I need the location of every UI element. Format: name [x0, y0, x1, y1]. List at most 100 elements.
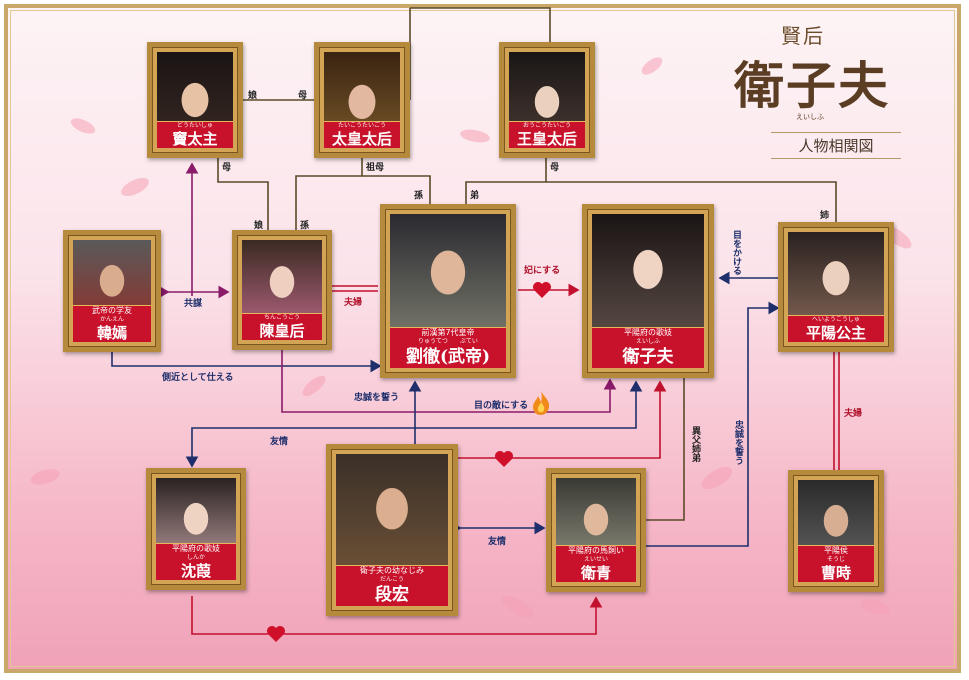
character-name: 衛青	[580, 564, 611, 582]
character-description: 平陽侯	[824, 546, 848, 555]
name-plate: おうこうたいごう 王皇太后	[509, 121, 585, 148]
name-plate: どうたいしゅ 竇太主	[157, 121, 233, 148]
character-name: 劉徹(武帝)	[405, 347, 491, 367]
line-weiqing-pingyang	[646, 301, 780, 547]
title-subtitle: 人物相関図	[771, 132, 901, 159]
label-wang-mother: 母	[550, 163, 560, 173]
character-description: 平陽府の馬飼い	[568, 546, 624, 555]
character-description: 武帝の学友	[92, 306, 132, 315]
character-description: 平陽府の歌妓	[624, 328, 672, 337]
character-name: 段宏	[375, 585, 409, 605]
name-ruby: だんこう	[379, 576, 404, 583]
label-duan-liu: 忠誠を誓う	[354, 393, 400, 403]
card-wei-zifu: 平陽府の歌妓 えいしふ 衛子夫	[582, 204, 714, 378]
character-name: 平陽公主	[805, 324, 866, 342]
name-plate: 平陽府の馬飼い えいせい 衛青	[556, 545, 636, 582]
card-chen: ちんこうごう 陳皇后	[232, 230, 332, 350]
heart-icon	[495, 451, 513, 467]
name-ruby: しんか	[186, 554, 205, 561]
label-duan-weiqing: 友情	[488, 537, 507, 547]
label-sister: 姉	[820, 211, 830, 221]
card-shen: 平陽府の歌妓 しんか 沈葭	[146, 468, 246, 590]
name-plate: たいこうたいごう 太皇太后	[324, 121, 400, 148]
label-chen-wei: 目の敵にする	[474, 401, 529, 411]
card-cao: 平陽侯 そうじ 曹時	[788, 470, 884, 592]
label-duan-shen: 友情	[270, 437, 289, 447]
label-liu-grandchild: 孫	[414, 191, 424, 201]
character-name: 竇太主	[172, 130, 218, 148]
character-name: 太皇太后	[331, 130, 392, 148]
card-grand-empress: たいこうたいごう 太皇太后	[314, 42, 410, 158]
line-grand-chen	[295, 157, 363, 232]
name-ruby: えいせい	[583, 556, 608, 563]
label-wei-weiqing: 異父姉弟	[690, 426, 700, 462]
character-description: 平陽府の歌妓	[172, 544, 220, 553]
label-pingyang-wei: 目をかける	[731, 230, 741, 275]
name-plate: 平陽府の歌妓 えいしふ 衛子夫	[592, 327, 704, 368]
line-han-liu	[111, 352, 382, 373]
character-name: 陳皇后	[259, 322, 305, 340]
heart-icon	[267, 626, 285, 642]
name-plate: 前漢第7代皇帝 りゅうてつ ぶてい 劉徹(武帝)	[390, 327, 506, 368]
line-duan-wei	[415, 380, 643, 429]
name-ruby: そうじ	[826, 556, 845, 563]
name-ruby: えいしふ	[635, 338, 660, 345]
name-plate: ちんこうごう 陳皇后	[242, 313, 322, 340]
label-liu-brother: 弟	[470, 191, 480, 201]
line-wei-weiqing	[646, 376, 685, 521]
label-mother-dou: 母	[222, 163, 232, 173]
character-name: 韓嫣	[96, 324, 127, 342]
name-ruby: おうこうたいごう	[522, 122, 571, 129]
label-daughter: 娘	[248, 91, 258, 101]
title-main: 衛子夫	[734, 56, 890, 115]
name-ruby: ちんこうごう	[263, 314, 300, 321]
character-name: 衛子夫	[622, 347, 674, 367]
card-dou: どうたいしゅ 竇太主	[147, 42, 243, 158]
title-ruby: えいしふ	[796, 113, 824, 121]
line-shen-weiqing	[191, 596, 603, 635]
card-pingyang: へいようこうしゅ 平陽公主	[778, 222, 894, 352]
label-liu-wei: 妃にする	[524, 266, 561, 276]
line-weiqing-wei	[456, 380, 667, 459]
name-plate: 平陽府の歌妓 しんか 沈葭	[156, 543, 236, 580]
character-description: 前漢第7代皇帝	[421, 328, 475, 337]
name-plate: 平陽侯 そうじ 曹時	[798, 545, 874, 582]
title-top: 賢后	[781, 24, 825, 48]
name-plate: へいようこうしゅ 平陽公主	[788, 315, 884, 342]
card-liu: 前漢第7代皇帝 りゅうてつ ぶてい 劉徹(武帝)	[380, 204, 516, 378]
card-wang-empress: おうこうたいごう 王皇太后	[499, 42, 595, 158]
label-chen-liu: 夫婦	[344, 298, 363, 308]
fire-icon	[533, 391, 550, 415]
line-dou-chen	[217, 157, 269, 232]
label-chen-grandchild: 孫	[300, 221, 310, 231]
heart-icon	[533, 282, 551, 298]
line-wang-liu	[465, 157, 547, 204]
card-wei-qing: 平陽府の馬飼い えいせい 衛青	[546, 468, 646, 592]
label-han-chen: 共謀	[184, 299, 203, 309]
label-mother: 母	[298, 91, 308, 101]
label-pingyang-cao: 夫婦	[844, 409, 863, 419]
label-han-liu: 側近として仕える	[162, 373, 234, 383]
name-ruby: たいこうたいごう	[337, 122, 386, 129]
title-block: 賢后 衛子夫 えいしふ 人物相関図	[726, 20, 946, 160]
name-ruby: かんえん	[99, 316, 124, 323]
character-name: 曹時	[820, 564, 851, 582]
name-ruby: どうたいしゅ	[176, 122, 213, 129]
line-grand-liu	[362, 175, 431, 204]
label-chen-daughter: 娘	[254, 221, 264, 231]
line-wang-pingyang	[546, 181, 837, 222]
background-inner-border	[10, 10, 955, 667]
character-description: 衛子夫の幼なじみ	[360, 566, 424, 575]
label-weiqing-pingyang: 忠誠を誓う	[733, 420, 743, 465]
line-duan-shen	[185, 427, 415, 468]
card-han: 武帝の学友 かんえん 韓嫣	[63, 230, 161, 352]
name-ruby: りゅうてつ ぶてい	[418, 338, 478, 345]
name-plate: 衛子夫の幼なじみ だんこう 段宏	[336, 565, 448, 606]
card-duan: 衛子夫の幼なじみ だんこう 段宏	[326, 444, 458, 616]
character-name: 王皇太后	[516, 130, 577, 148]
line-chen-wei	[281, 350, 617, 413]
name-plate: 武帝の学友 かんえん 韓嫣	[73, 305, 151, 342]
label-grandmother: 祖母	[366, 163, 385, 173]
